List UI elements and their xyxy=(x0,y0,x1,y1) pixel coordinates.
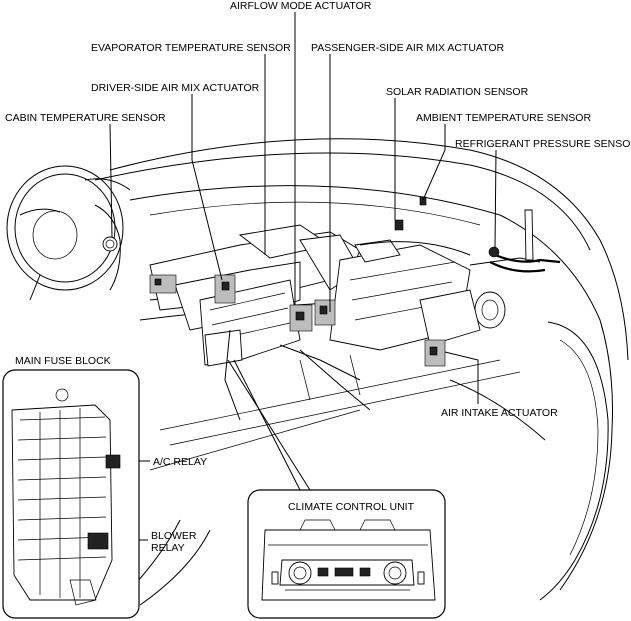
label-ac-relay: A/C RELAY xyxy=(153,456,207,468)
label-blower-relay-line1: BLOWER xyxy=(151,530,197,542)
label-cabin-temperature-sensor: CABIN TEMPERATURE SENSOR xyxy=(5,112,166,124)
label-driver-side-air-mix-actuator: DRIVER-SIDE AIR MIX ACTUATOR xyxy=(91,82,260,94)
label-airflow-mode-actuator: AIRFLOW MODE ACTUATOR xyxy=(230,0,372,12)
label-evaporator-temperature-sensor: EVAPORATOR TEMPERATURE SENSOR xyxy=(91,42,291,54)
hvac-unit-assembly xyxy=(149,224,541,421)
cabin-temperature-sensor-part xyxy=(102,236,118,252)
label-ambient-temperature-sensor: AMBIENT TEMPERATURE SENSOR xyxy=(416,112,591,124)
steering-wheel xyxy=(6,165,131,301)
refrigerant-pipes xyxy=(359,209,561,273)
actuator-parts xyxy=(149,196,500,367)
climate-control-unit-inset xyxy=(247,489,446,619)
labels: AIRFLOW MODE ACTUATOR EVAPORATOR TEMPERA… xyxy=(5,0,631,554)
leader-lines xyxy=(108,12,497,541)
vehicle-body-outline xyxy=(94,138,629,606)
label-air-intake-actuator: AIR INTAKE ACTUATOR xyxy=(441,407,558,419)
label-main-fuse-block: MAIN FUSE BLOCK xyxy=(15,355,111,367)
label-passenger-side-air-mix-actuator: PASSENGER-SIDE AIR MIX ACTUATOR xyxy=(311,42,505,54)
label-climate-control-unit: CLIMATE CONTROL UNIT xyxy=(288,501,415,513)
label-refrigerant-pressure-sensor: REFRIGERANT PRESSURE SENSOR xyxy=(455,138,631,150)
main-fuse-block-inset xyxy=(2,369,140,619)
label-solar-radiation-sensor: SOLAR RADIATION SENSOR xyxy=(386,86,529,98)
label-blower-relay-line2: RELAY xyxy=(151,542,185,554)
